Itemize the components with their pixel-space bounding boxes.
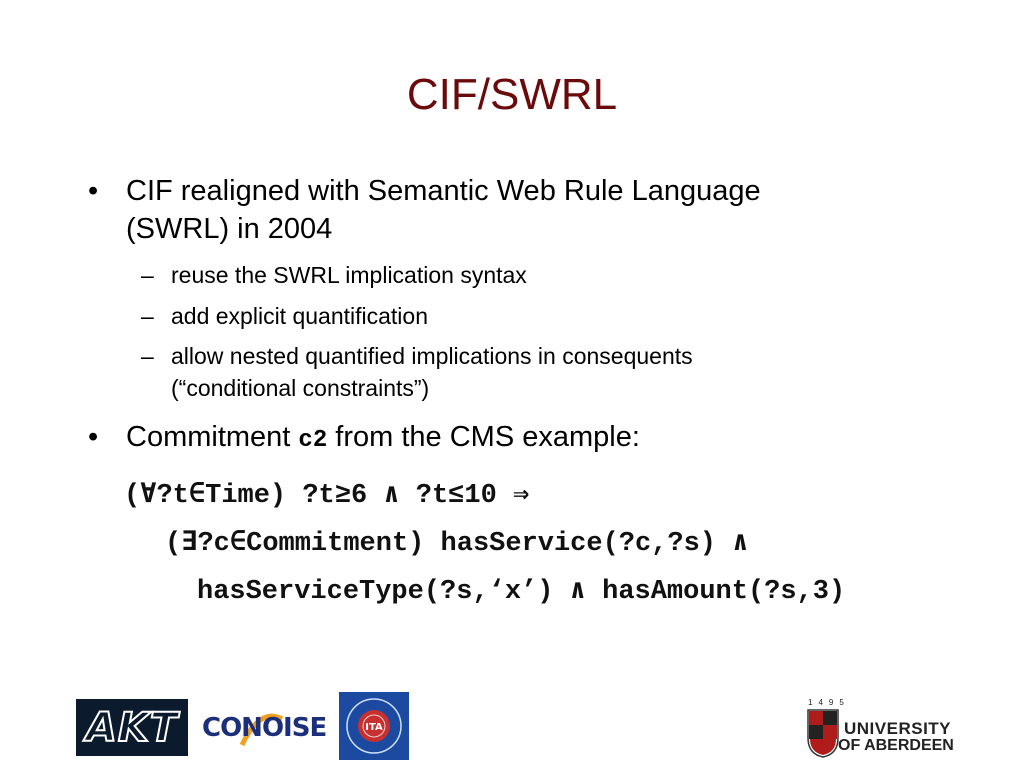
formula-line-2: (∃?c∈Commitment) hasService(?c,?s) ∧ (165, 529, 749, 559)
sub-bullet-dash: – (141, 262, 154, 288)
ita-emblem-text: ITA (365, 722, 383, 733)
sub-bullet-dash: – (141, 303, 154, 329)
sub-bullet-text: allow nested quantified implications in … (171, 340, 693, 404)
sub-bullet-dash: – (141, 343, 154, 369)
aberdeen-year: 1495 (808, 698, 850, 707)
bullet-text: Commitment c2 from the CMS example: (126, 418, 640, 460)
ita-logo: ITA (339, 692, 409, 760)
bullet-text: CIF realigned with Semantic Web Rule Lan… (126, 172, 761, 248)
aberdeen-crest-icon (807, 709, 839, 758)
sub-bullet-line-1: allow nested quantified implications in … (171, 343, 693, 369)
bullet-text-before: Commitment (126, 421, 299, 453)
sub-bullet-line-2: (“conditional constraints”) (171, 375, 430, 401)
aberdeen-line-2: OF ABERDEEN (838, 737, 954, 754)
conoise-logo: CONOISE (202, 705, 327, 753)
sub-bullet-text: reuse the SWRL implication syntax (171, 262, 527, 288)
bullet-dot: • (88, 421, 99, 453)
ita-emblem-icon: ITA (346, 698, 402, 754)
conoise-logo-text: CONOISE (202, 713, 327, 743)
code-c2: c2 (298, 427, 328, 454)
bullet-line-2: (SWRL) in 2004 (126, 213, 333, 245)
aberdeen-logo: 1495 UNIVERSITY OF ABERDEEN (806, 698, 954, 758)
slide-title: CIF/SWRL (406, 70, 618, 119)
formula-line-3: hasServiceType(?s,‘x’) ∧ hasAmount(?s,3) (197, 577, 846, 607)
bullet-line-1: CIF realigned with Semantic Web Rule Lan… (126, 175, 761, 207)
bullet-dot: • (88, 175, 99, 207)
akt-logo: AKT (76, 699, 188, 756)
sub-bullet-text: add explicit quantification (171, 303, 428, 329)
conoise-swoosh-icon (239, 713, 284, 747)
akt-logo-text: AKT (85, 704, 179, 752)
bullet-text-after: from the CMS example: (327, 421, 640, 453)
formula-line-1: (∀?t∈Time) ?t≥6 ∧ ?t≤10 ⇒ (124, 481, 530, 511)
aberdeen-line-1: UNIVERSITY (844, 719, 952, 738)
